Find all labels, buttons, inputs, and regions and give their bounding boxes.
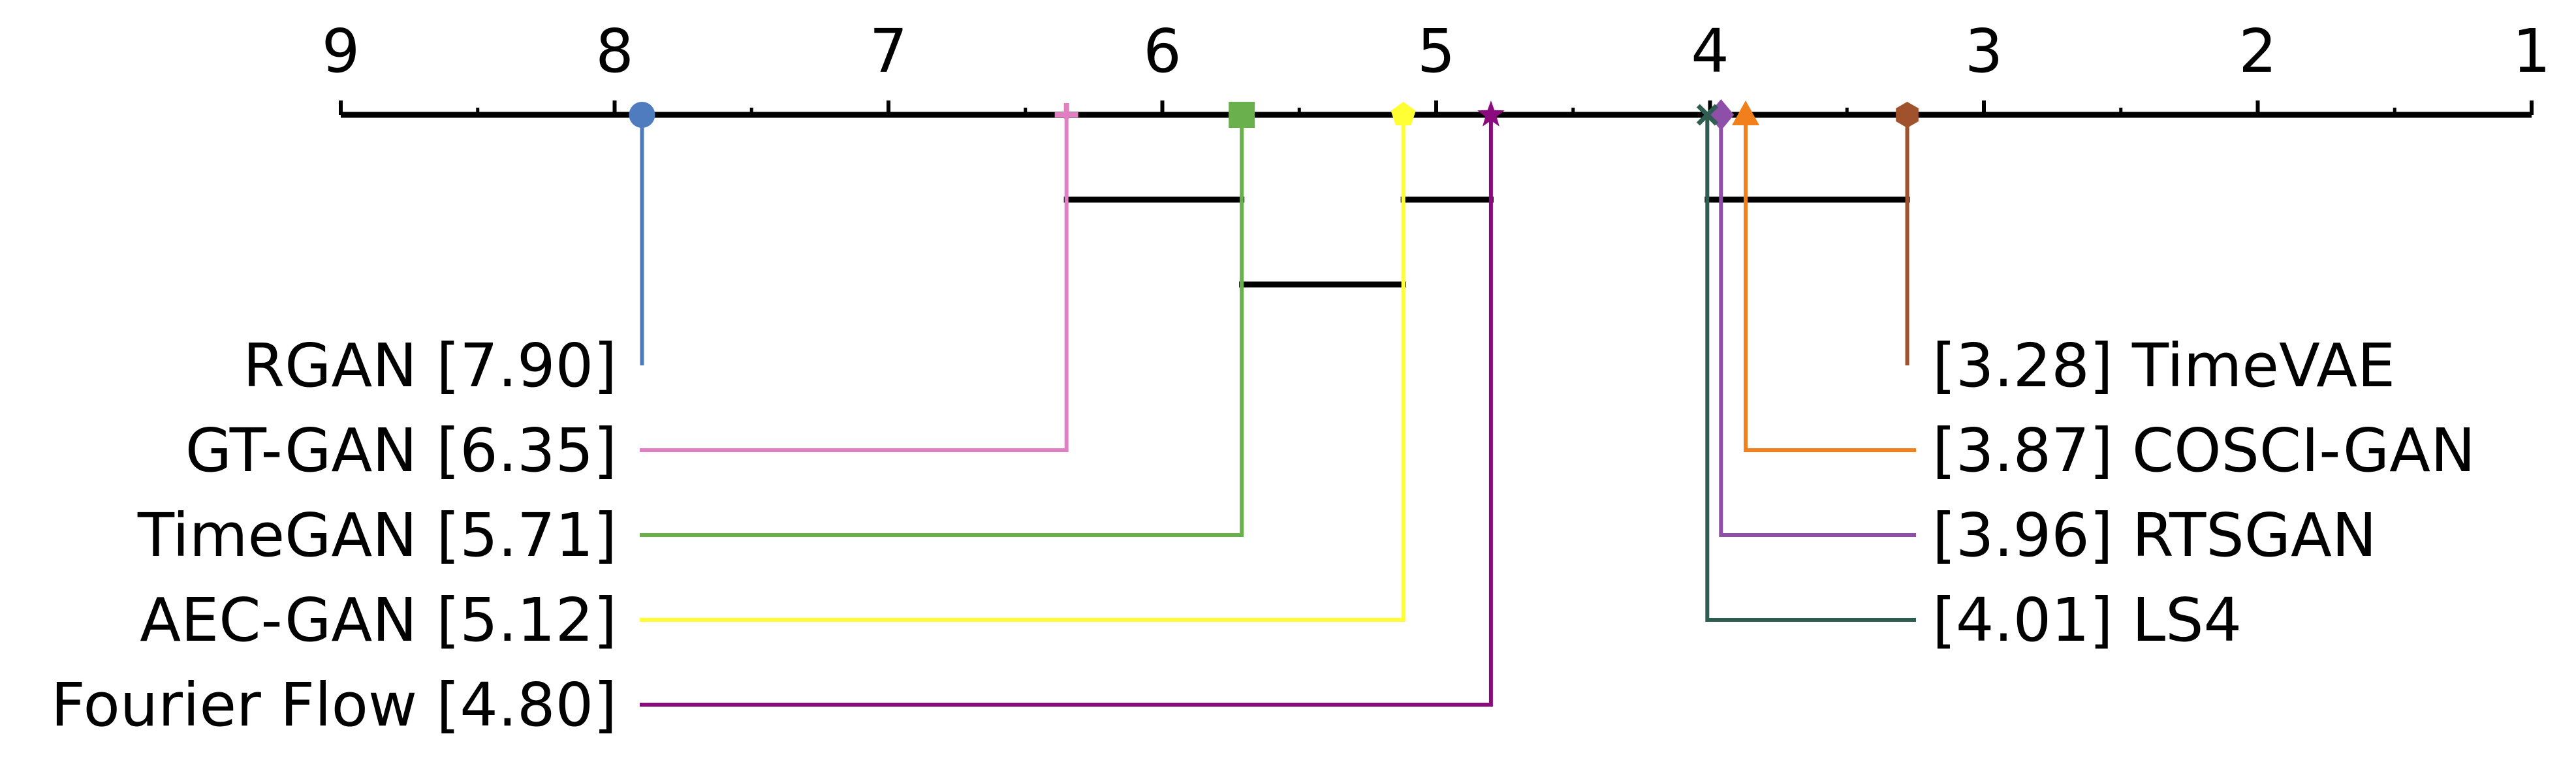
method-label-gt-gan: GT-GAN [6.35] [185, 416, 617, 485]
method-label-rtsgan: [3.96] RTSGAN [1932, 500, 2377, 570]
axis-tick-label-9: 9 [322, 16, 360, 86]
marker-x-ls4 [1696, 104, 1718, 126]
clique-bars [1063, 196, 1910, 288]
method-labels: RGAN [7.90] GT-GAN [6.35] TimeGAN [5.71] AE… [51, 331, 2475, 740]
method-leader-lines [640, 115, 1916, 707]
leader-line-aec-gan [640, 115, 1406, 622]
marker-pentagon-aec-gan [1390, 102, 1416, 126]
leader-line-gt-gan [640, 115, 1069, 452]
leader-line-rtsgan [1719, 115, 1916, 537]
leader-line-timegan [640, 115, 1244, 537]
marker-plus-gt-gan [1054, 103, 1078, 119]
method-label-aec-gan: AEC-GAN [5.12] [140, 585, 617, 655]
method-label-timevae: [3.28] TimeVAE [1932, 331, 2395, 401]
axis-tick-label-5: 5 [1417, 16, 1456, 86]
method-label-cosci-gan: [3.87] COSCI-GAN [1932, 416, 2475, 485]
method-label-timegan: TimeGAN [5.71] [137, 500, 617, 570]
axis-tick-label-7: 7 [870, 16, 908, 86]
axis-tick-label-8: 8 [595, 16, 634, 86]
marker-star-fourier-flow [1477, 100, 1505, 127]
marker-square-timegan [1229, 102, 1255, 128]
marker-hexagon-timevae [1896, 102, 1919, 128]
leader-line-cosci-gan [1744, 115, 1916, 452]
method-label-fourier-flow: Fourier Flow [4.80] [51, 670, 617, 740]
leader-line-fourier-flow [640, 115, 1493, 707]
axis-tick-label-3: 3 [1965, 16, 2003, 86]
axis-tick-label-6: 6 [1143, 16, 1182, 86]
axis-tick-label-4: 4 [1691, 16, 1729, 86]
method-markers [629, 99, 1919, 130]
method-label-ls4: [4.01] LS4 [1932, 585, 2242, 655]
leader-line-ls4 [1705, 115, 1916, 622]
marker-triangle-cosci-gan [1732, 100, 1760, 125]
marker-circle-rgan [629, 102, 655, 128]
axis-ticks: 9 8 7 6 5 4 3 2 1 [322, 16, 2551, 115]
method-label-rgan: RGAN [7.90] [243, 331, 617, 401]
axis-tick-label-1: 1 [2513, 16, 2551, 86]
axis-tick-label-2: 2 [2238, 16, 2277, 86]
